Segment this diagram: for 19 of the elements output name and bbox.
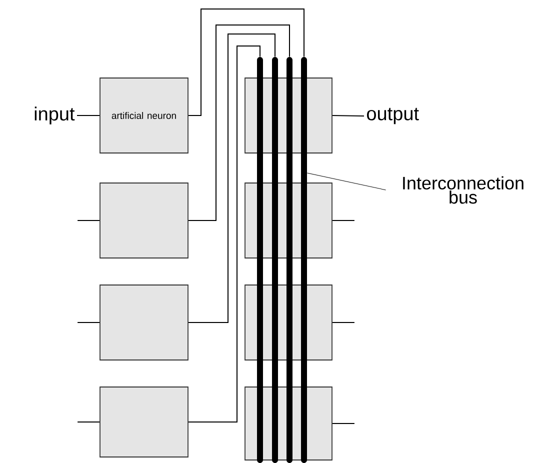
connector-line: [332, 322, 355, 323]
connector-line: [188, 34, 276, 323]
connector-line: [77, 220, 100, 221]
connector-line: [77, 322, 100, 323]
neuron-box: [100, 386, 188, 458]
connector-line: [188, 8, 304, 116]
bus-label: Interconnection bus: [403, 176, 524, 204]
neuron-box: [100, 284, 188, 360]
neuron-box: [100, 182, 188, 258]
neuron-box: artificial neuron: [100, 78, 188, 154]
input-label: input: [34, 106, 75, 124]
connector-line: [76, 115, 100, 116]
connector-line: [188, 46, 260, 422]
connector-line: [332, 220, 355, 221]
connector-line: [332, 423, 355, 424]
connector-line: [188, 24, 290, 221]
connector-line: [332, 115, 364, 116]
leader-line: [306, 172, 386, 190]
output-label: output: [367, 108, 419, 124]
